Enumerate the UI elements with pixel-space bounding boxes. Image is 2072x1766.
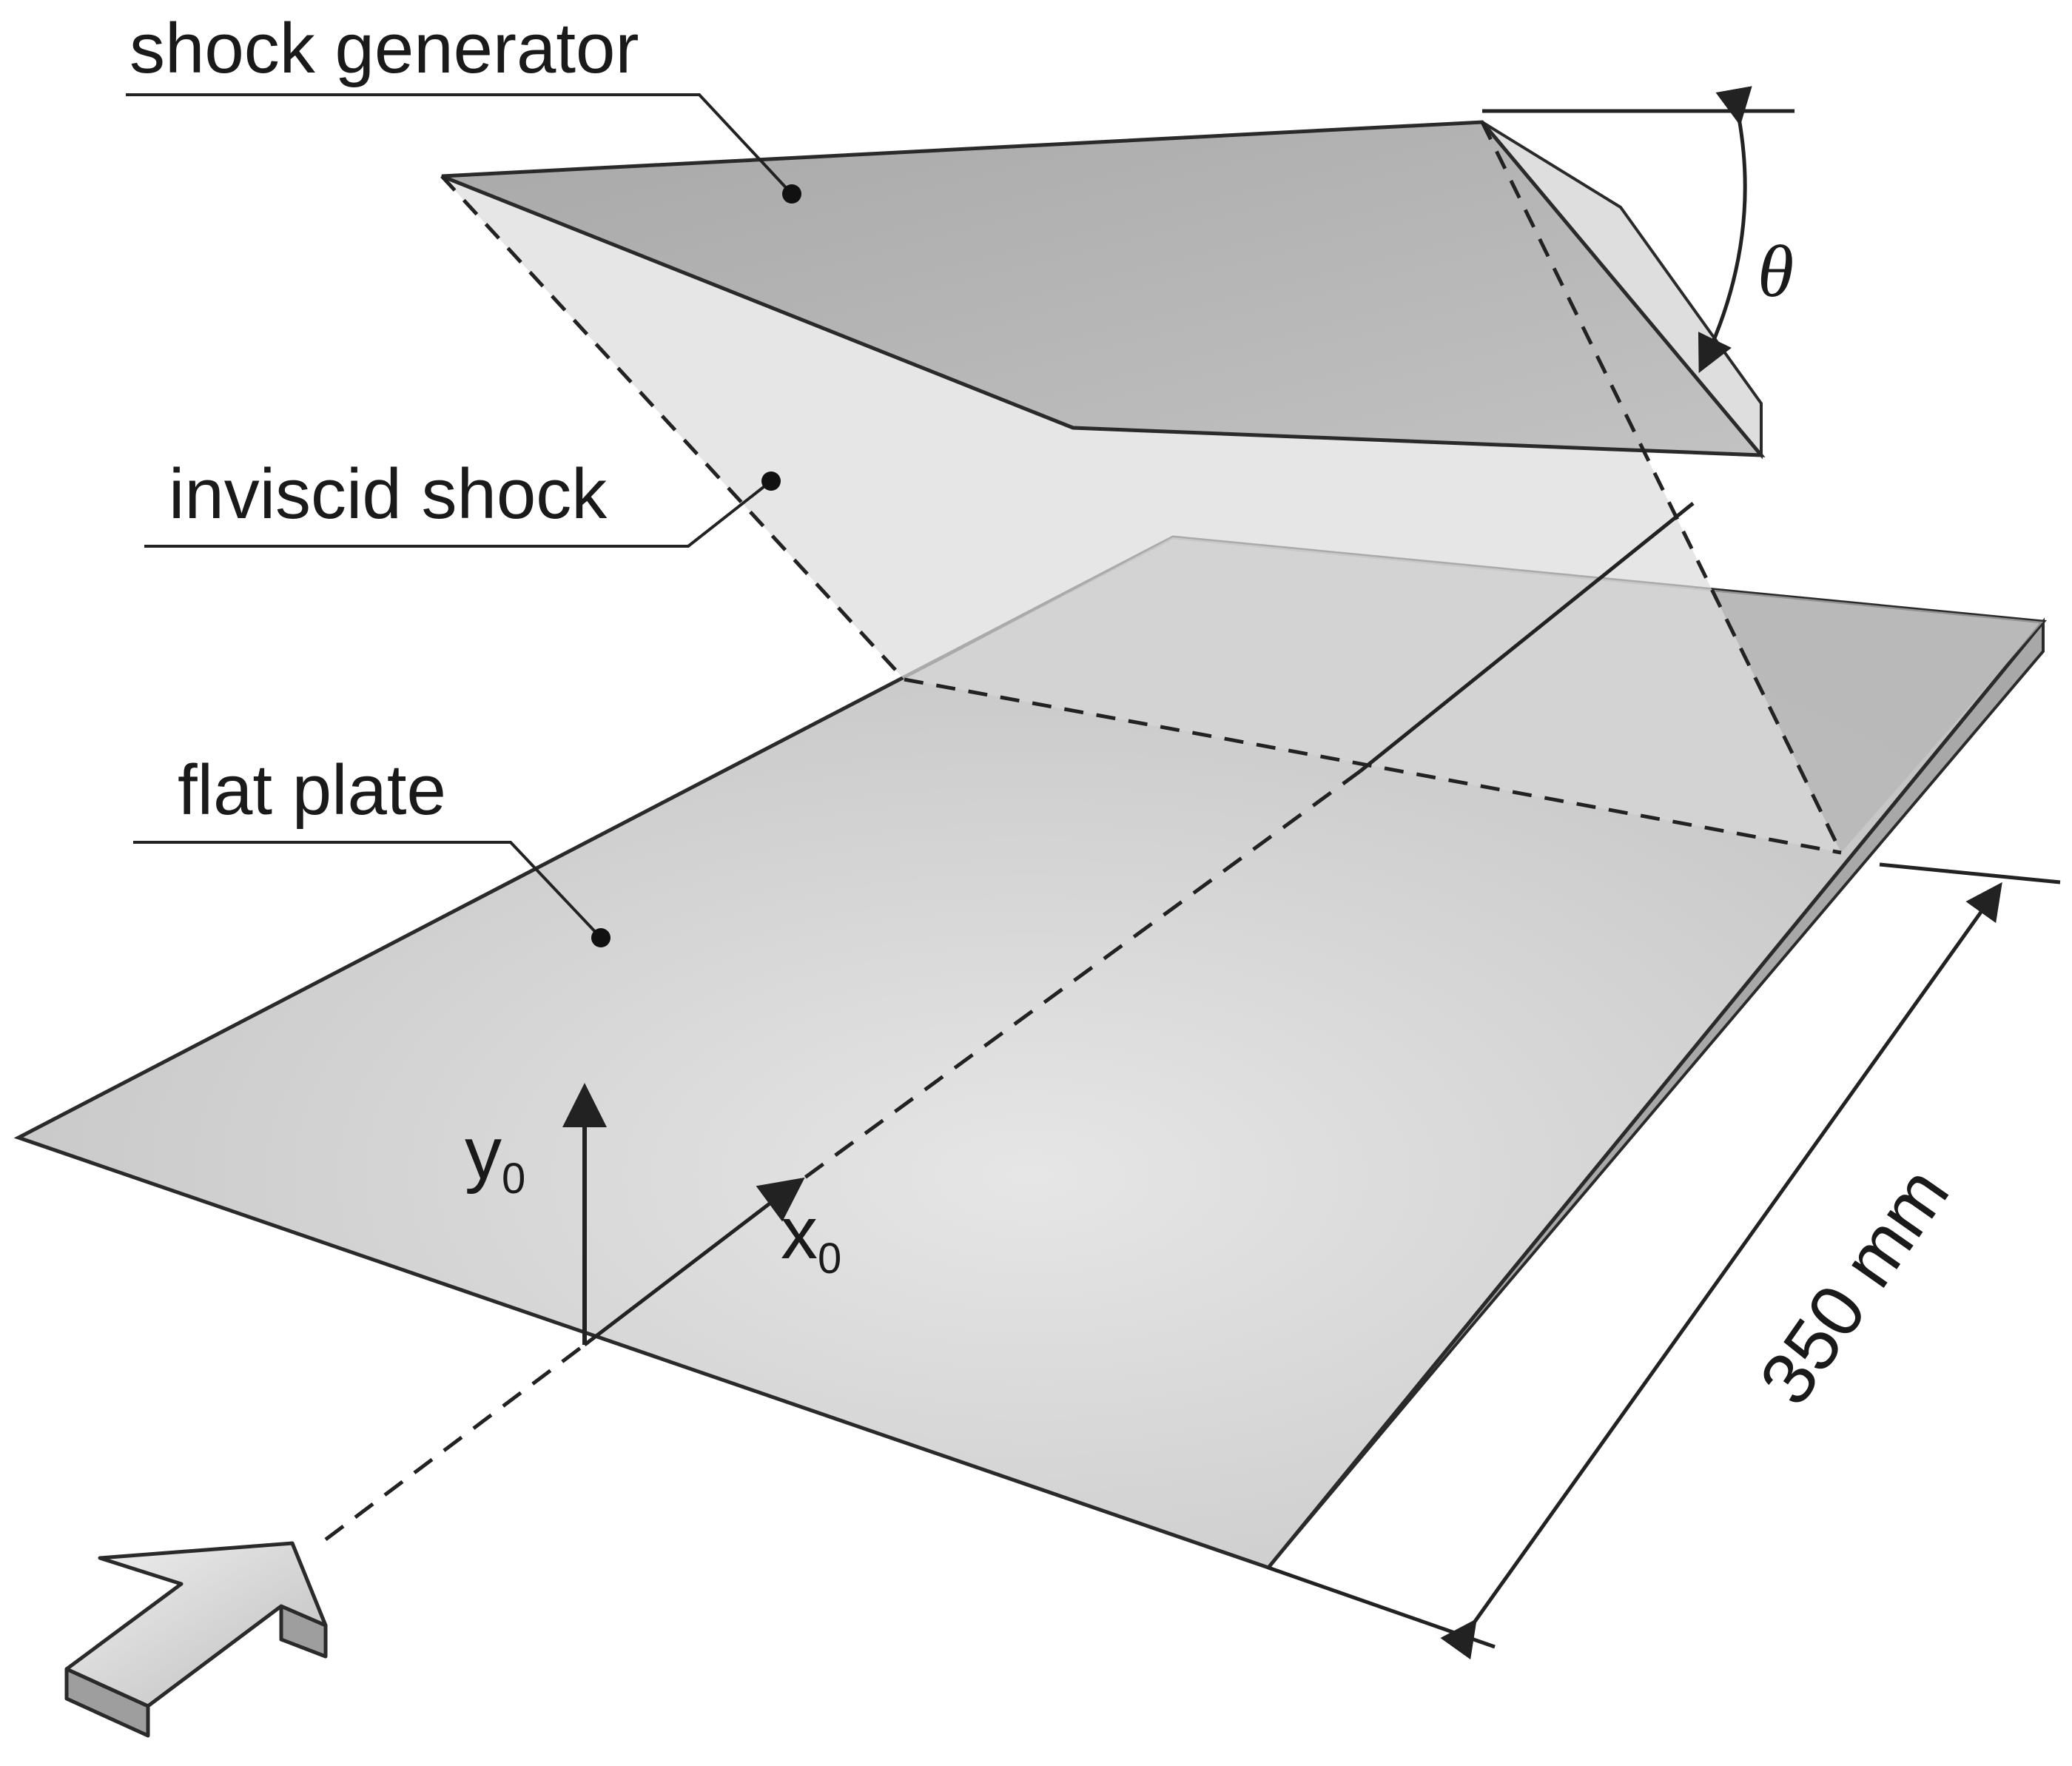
angle-arc [1698,86,1752,373]
shock-lines [440,121,1843,855]
leader-shock-generator [126,93,793,195]
x0-axis-arrow [756,1177,805,1222]
centerline-upstream-dashed [324,1343,586,1541]
callout-flat-plate: flat plate [133,751,610,947]
axes: y0 x0 [465,1083,841,1345]
dimension-extension-bottom [1268,1565,1496,1649]
dimension-extension-top [1879,862,2061,884]
leader-inviscid-shock [144,480,773,548]
callout-shock-generator: shock generator [126,9,801,204]
dimension-350mm [1268,862,2061,1660]
dimension-label: 350 mm [1743,1152,1965,1419]
callout-inviscid-shock: inviscid shock [144,454,781,548]
flow-arrow-face [64,1541,328,1708]
label-shock-generator: shock generator [130,9,639,88]
flow-arrow-icon [64,1541,328,1738]
shock-line-left-edge [440,175,906,681]
shock-line-right-edge [1480,121,1843,854]
label-inviscid-shock: inviscid shock [169,454,608,534]
angle-theta [1482,86,1794,373]
centerline [324,502,1695,1541]
dot-shock-generator [782,184,801,204]
shock-generator [441,120,1766,460]
centerline-surface [583,1198,777,1346]
shock-impingement-line [904,677,1842,855]
y0-label: y0 [465,1112,525,1203]
dimension-line [1440,882,2002,1660]
x0-label: x0 [781,1192,841,1283]
centerline-mid-dashed [774,769,1362,1201]
shock-generator-top [441,120,1766,457]
dot-flat-plate [591,928,610,947]
angle-label: θ [1758,230,1794,312]
dot-inviscid-shock [761,471,781,491]
label-flat-plate: flat plate [178,751,446,830]
leader-flat-plate [133,841,602,939]
centerline-far [1359,502,1695,773]
